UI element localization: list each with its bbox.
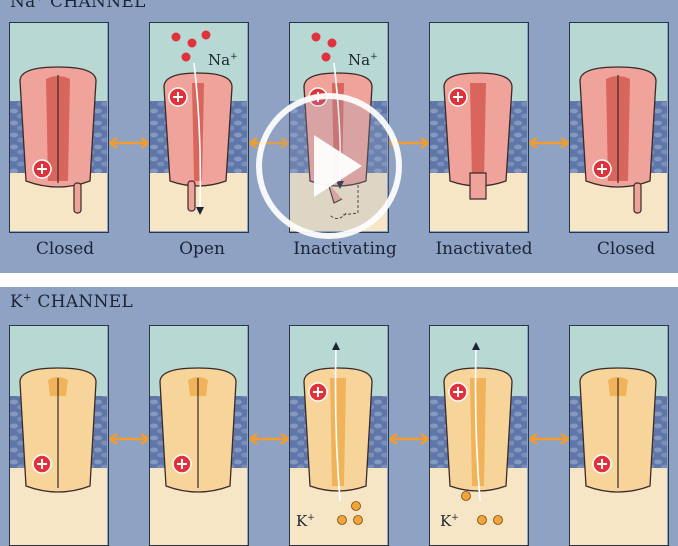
na-panel-closed-2 [569, 22, 669, 233]
na-panel-inactivated [429, 22, 529, 233]
na-state-label-closed: Closed [35, 239, 95, 259]
na-arrow-4 [529, 136, 569, 150]
na-title-suffix: CHANNEL [44, 0, 146, 12]
na-state-label-inactivated: Inactivated [435, 239, 533, 259]
k-arrow-3 [389, 432, 429, 446]
na-channel-title: Na+ CHANNEL [10, 0, 146, 12]
na-state-label-open: Open [179, 239, 225, 259]
na-title-prefix: Na [10, 0, 36, 12]
na-panel-closed [9, 22, 109, 233]
na-title-sup: + [36, 0, 45, 3]
k-panel-open: K+ [289, 325, 389, 546]
k-title-sup: + [23, 292, 32, 304]
na-state-label-inactivating: Inactivating [293, 239, 397, 259]
na-panel-open: Na+ [149, 22, 249, 233]
play-icon [314, 135, 362, 197]
k-arrow-1 [109, 432, 149, 446]
k-panel-closed-2 [569, 325, 669, 546]
play-button[interactable] [256, 93, 402, 239]
k-title-suffix: CHANNEL [31, 292, 134, 312]
k-channel-title: K+ CHANNEL [10, 292, 133, 312]
section-divider [0, 273, 678, 287]
na-state-label-closed-2: Closed [596, 239, 656, 259]
k-title-prefix: K [10, 292, 24, 312]
k-panel-open-2: K+ [429, 325, 529, 546]
k-panel-2 [149, 325, 249, 546]
k-arrow-4 [529, 432, 569, 446]
na-arrow-1 [109, 136, 149, 150]
k-panel-closed [9, 325, 109, 546]
k-arrow-2 [249, 432, 289, 446]
